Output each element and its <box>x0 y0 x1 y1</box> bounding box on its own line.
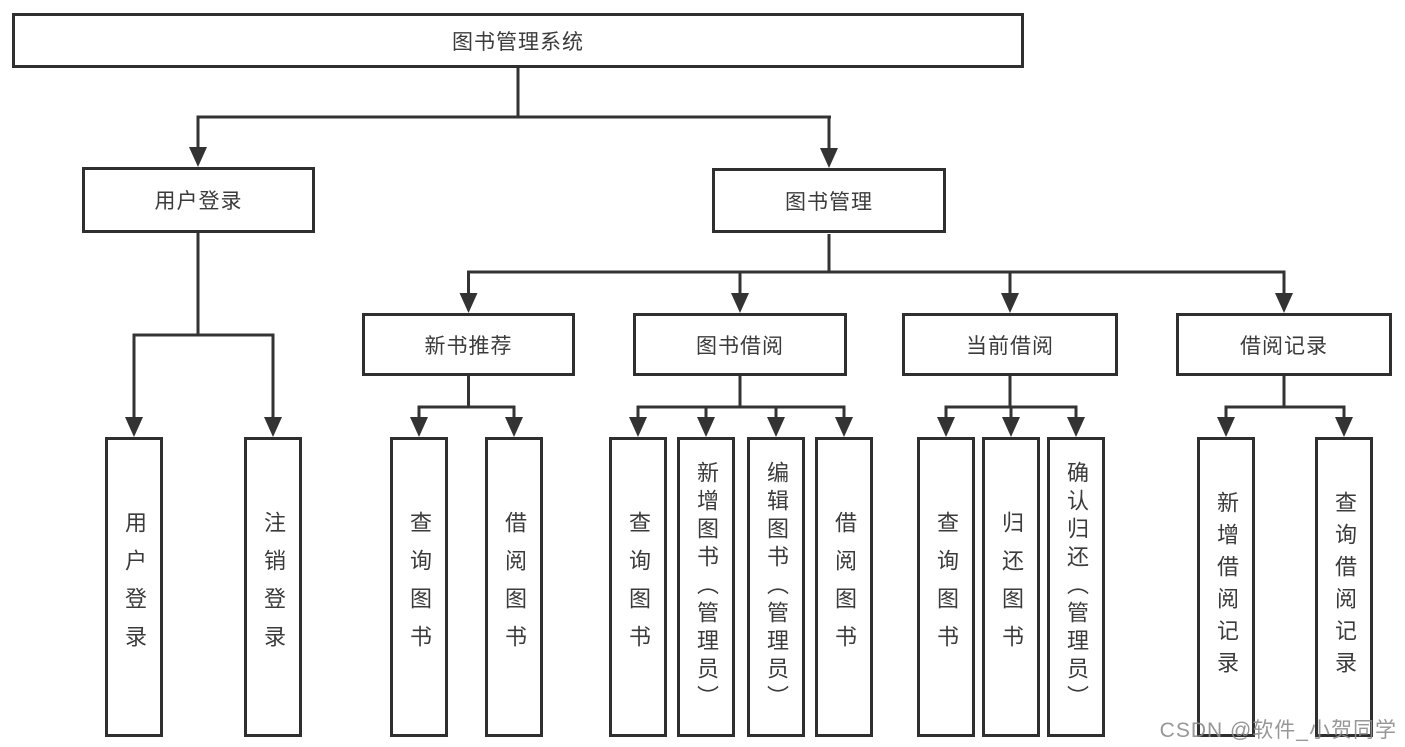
node-borrow-records: 借阅记录 <box>1176 313 1392 376</box>
node-book-borrow-label: 图书借阅 <box>696 334 784 358</box>
node-leaf-add-book-admin-label: 新增图书（管理员） <box>694 461 719 713</box>
node-leaf-newbook-borrow-books: 借阅图书 <box>485 437 543 737</box>
node-book-borrow: 图书借阅 <box>633 313 847 376</box>
node-new-book-recommend: 新书推荐 <box>362 313 575 376</box>
arrowhead-records-leaf1 <box>1217 417 1235 437</box>
node-leaf-edit-book-admin: 编辑图书（管理员） <box>747 437 805 737</box>
node-leaf-borrow-books: 借阅图书 <box>815 437 873 737</box>
arrowhead-currentborrow-leaf3 <box>1067 417 1085 437</box>
node-leaf-query-borrow-record-label: 查询借阅记录 <box>1332 491 1357 683</box>
node-leaf-user-login: 用户登录 <box>105 437 163 737</box>
node-current-borrow-label: 当前借阅 <box>966 334 1054 358</box>
arrowhead-records-leaf2 <box>1335 417 1353 437</box>
node-book-management: 图书管理 <box>712 168 946 233</box>
node-leaf-add-borrow-record: 新增借阅记录 <box>1197 437 1255 737</box>
node-root: 图书管理系统 <box>12 13 1024 68</box>
node-user-login-branch-label: 用户登录 <box>154 190 243 213</box>
arrowhead-leaf-logout <box>264 417 282 437</box>
node-leaf-borrow-query-books: 查询图书 <box>609 437 667 737</box>
node-borrow-records-label: 借阅记录 <box>1240 334 1328 358</box>
arrowhead-bookborrow-leaf1 <box>629 417 647 437</box>
node-leaf-newbook-query-books-label: 查询图书 <box>407 511 432 663</box>
node-leaf-current-query-books: 查询图书 <box>917 437 975 737</box>
node-leaf-newbook-borrow-books-label: 借阅图书 <box>502 511 527 663</box>
arrowhead-newbook-leaf1 <box>410 417 428 437</box>
node-leaf-confirm-return-admin-label: 确认归还（管理员） <box>1064 461 1089 713</box>
arrowhead-currentborrow-leaf2 <box>1002 417 1020 437</box>
arrowhead-bookborrow <box>731 293 749 313</box>
arrowhead-newbook <box>459 293 478 313</box>
node-current-borrow: 当前借阅 <box>902 313 1118 376</box>
node-leaf-query-borrow-record: 查询借阅记录 <box>1315 437 1373 737</box>
node-leaf-add-borrow-record-label: 新增借阅记录 <box>1214 491 1239 683</box>
arrowhead-leaf-login <box>125 417 143 437</box>
arrowhead-currentborrow <box>1001 293 1019 313</box>
arrowhead-newbook-leaf2 <box>505 417 523 437</box>
node-leaf-borrow-query-books-label: 查询图书 <box>626 511 651 663</box>
arrowhead-records <box>1275 293 1293 313</box>
arrowhead-user-login <box>189 147 207 167</box>
arrowhead-bookborrow-leaf2 <box>697 417 715 437</box>
arrowhead-bookborrow-leaf4 <box>835 417 853 437</box>
node-root-label: 图书管理系统 <box>452 30 584 54</box>
node-leaf-edit-book-admin-label: 编辑图书（管理员） <box>764 461 789 713</box>
arrowhead-currentborrow-leaf1 <box>937 417 955 437</box>
node-user-login-branch: 用户登录 <box>82 167 315 233</box>
node-new-book-recommend-label: 新书推荐 <box>424 334 513 358</box>
node-leaf-current-query-books-label: 查询图书 <box>934 511 959 663</box>
node-leaf-newbook-query-books: 查询图书 <box>390 437 448 737</box>
node-leaf-confirm-return-admin: 确认归还（管理员） <box>1047 437 1105 737</box>
watermark: CSDN @软件_小贺同学 <box>1159 719 1397 742</box>
node-leaf-logout-label: 注销登录 <box>261 511 286 663</box>
node-leaf-return-books-label: 归还图书 <box>999 511 1024 663</box>
node-leaf-logout: 注销登录 <box>244 437 302 737</box>
node-leaf-borrow-books-label: 借阅图书 <box>832 511 857 663</box>
node-leaf-add-book-admin: 新增图书（管理员） <box>677 437 735 737</box>
node-leaf-return-books: 归还图书 <box>982 437 1040 737</box>
node-leaf-user-login-label: 用户登录 <box>122 511 147 663</box>
arrowhead-bookborrow-leaf3 <box>767 417 785 437</box>
arrowhead-book-mgmt <box>820 148 838 168</box>
node-book-management-label: 图书管理 <box>785 190 873 214</box>
